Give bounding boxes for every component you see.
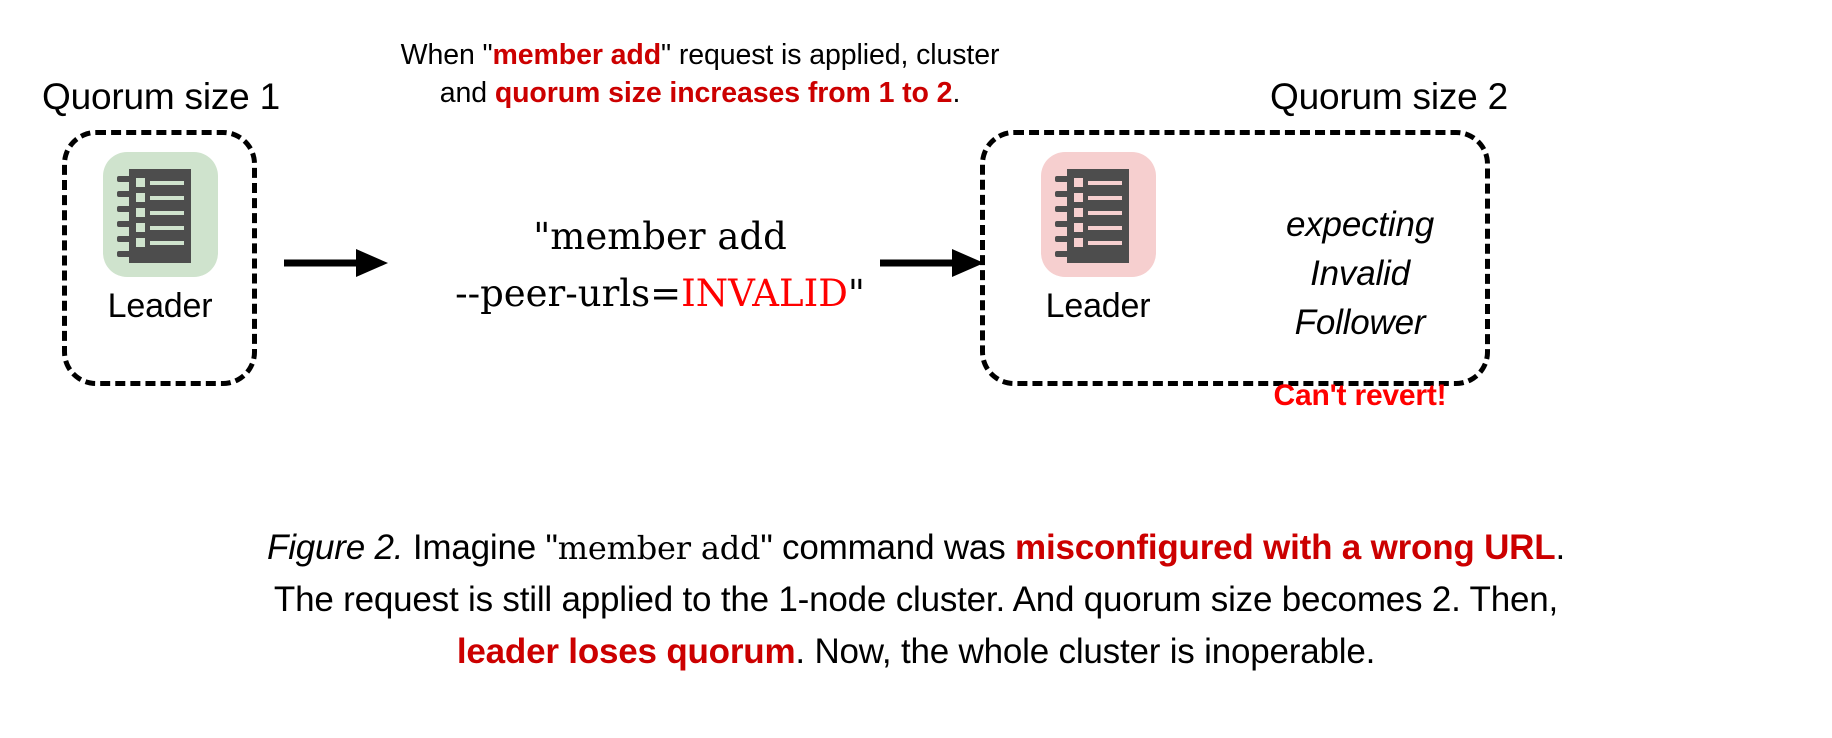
arrow-right-icon-1 (282, 243, 392, 288)
node-left-label: Leader (107, 287, 213, 325)
command-flag-prefix: --peer-urls= (455, 272, 682, 315)
top-note-highlight-member-add: member add (492, 39, 662, 71)
command-line-2: --peer-urls=INVALID" (420, 265, 900, 322)
caption-text-2: " command was (760, 528, 1016, 567)
node-right: Leader (1018, 152, 1178, 326)
top-note-highlight-quorum-increases: quorum size increases (494, 77, 801, 109)
command-text: "member add --peer-urls=INVALID" (420, 208, 900, 322)
cluster-boundary-right (980, 130, 1490, 386)
caption-text-4: . Now, the whole cluster is inoperable. (795, 632, 1376, 671)
command-invalid-value: INVALID (681, 272, 848, 315)
caption-figure-number: Figure 2. (267, 528, 404, 567)
caption-mono-member-add: member add (557, 529, 761, 567)
ledger-icon (1040, 152, 1156, 277)
expecting-invalid-follower-text: expecting Invalid Follower (1245, 200, 1475, 347)
top-note-text-1: When " (400, 39, 493, 71)
node-left: Leader (80, 152, 240, 326)
command-line-1: "member add (533, 215, 787, 258)
top-note-text-4: . (952, 77, 961, 109)
arrow-right-icon-2 (878, 243, 988, 288)
expecting-line-2: Invalid (1310, 254, 1410, 293)
expecting-line-1: expecting (1285, 205, 1435, 244)
figure-caption: Figure 2. Imagine "member add" command w… (60, 522, 1772, 678)
expecting-line-3: Follower (1294, 303, 1426, 342)
caption-line-3: leader loses quorum. Now, the whole clus… (60, 626, 1772, 678)
command-closing-quote: " (847, 272, 865, 315)
node-right-label: Leader (1045, 287, 1151, 325)
top-note-text-2: " request is applied, (661, 39, 909, 71)
quorum-size-left-heading: Quorum size 1 (42, 76, 280, 117)
top-annotation-note: When "member add" request is applied, cl… (400, 36, 1000, 112)
top-note-highlight-from-1-to-2: from 1 to 2 (807, 77, 953, 109)
caption-line-1: Figure 2. Imagine "member add" command w… (60, 522, 1772, 574)
quorum-size-right-heading: Quorum size 2 (1270, 76, 1508, 117)
caption-text-1: Imagine " (403, 528, 558, 567)
ledger-icon (102, 152, 218, 277)
cant-revert-warning: Can't revert! (1273, 379, 1447, 412)
caption-highlight-misconfigured: misconfigured with a wrong URL (1015, 528, 1556, 567)
caption-text-3: . (1555, 528, 1565, 567)
cluster-boundary-left (62, 130, 257, 386)
caption-highlight-leader-loses-quorum: leader loses quorum (456, 632, 796, 671)
top-note-text-3: cluster and (439, 39, 1000, 109)
caption-line-2: The request is still applied to the 1-no… (273, 580, 1559, 619)
